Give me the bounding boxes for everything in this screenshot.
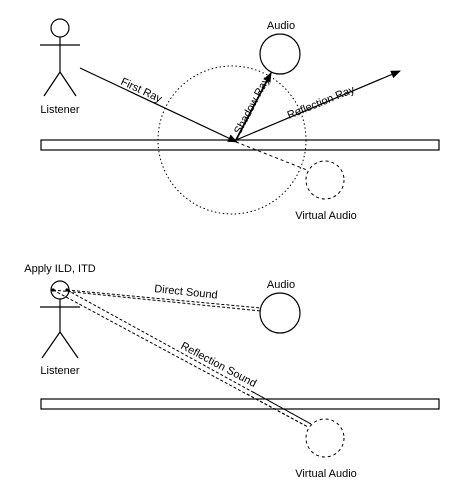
virtual-audio-label-2: Virtual Audio — [295, 468, 357, 480]
listener-right-leg — [59, 71, 77, 97]
listener-right-leg-2 — [59, 331, 79, 359]
virtual-path-line — [235, 141, 308, 171]
listener-head — [50, 18, 70, 38]
shadow-ray-arrow — [235, 72, 272, 141]
reflection-sound-lines-overlay — [246, 391, 312, 428]
audio-label-2: Audio — [267, 279, 295, 291]
listener-label-2: Listener — [40, 365, 79, 377]
reflection-sound-label: Reflection Sound — [179, 340, 259, 390]
bottom-scene: Apply ILD, ITD Listener Audio Direct Sou… — [24, 263, 440, 480]
reflection-overlay-right — [252, 391, 312, 425]
audio-source-circle-2 — [259, 292, 301, 334]
audio-source-circle — [259, 33, 301, 75]
reflective-surface — [40, 139, 440, 151]
reflection-sound-lines — [52, 289, 312, 428]
listener-figure — [40, 18, 80, 97]
reflective-surface-2 — [40, 398, 440, 410]
top-scene: Listener Audio First Ray Shadow Ray Refl… — [40, 18, 440, 222]
listener-left-leg-2 — [41, 331, 61, 359]
direct-sound-line-right — [66, 289, 262, 309]
reflection-sound-line-right — [66, 289, 312, 425]
first-ray-arrow — [79, 67, 238, 143]
virtual-audio-circle — [305, 160, 345, 200]
reflection-overlay-left — [246, 393, 309, 428]
virtual-audio-circle-2 — [305, 418, 345, 458]
virtual-audio-label: Virtual Audio — [295, 210, 357, 222]
audio-label: Audio — [267, 20, 295, 32]
listener-left-leg — [43, 71, 61, 97]
reflection-ray-arrow — [235, 70, 401, 141]
listener-label: Listener — [40, 104, 79, 116]
direct-sound-lines — [52, 289, 262, 312]
first-ray-label: First Ray — [119, 76, 164, 106]
ild-itd-label: Apply ILD, ITD — [24, 263, 96, 275]
